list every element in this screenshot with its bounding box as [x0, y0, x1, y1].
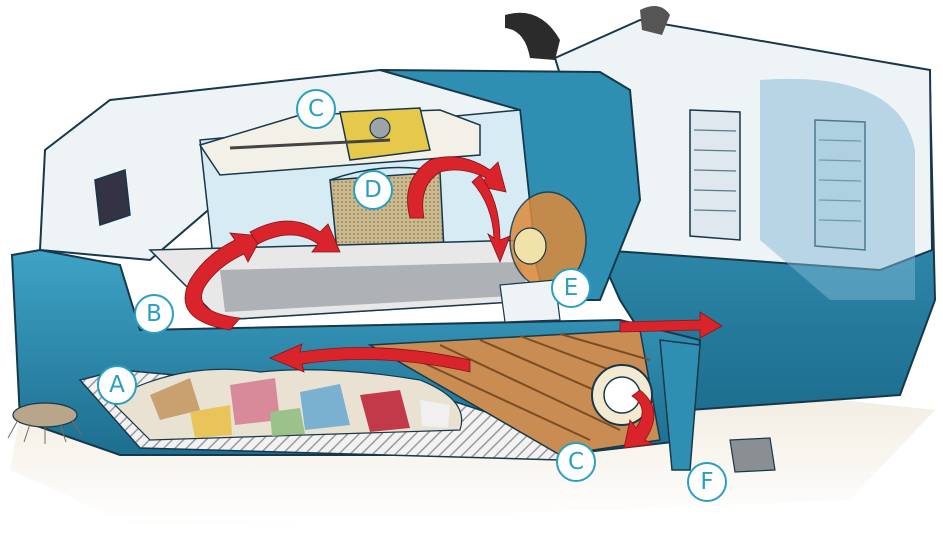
callout-c-top: C — [296, 89, 336, 129]
rear-wheel — [730, 438, 775, 472]
callout-a: A — [97, 365, 137, 405]
callout-e: E — [551, 268, 591, 308]
steering-handle — [505, 13, 560, 60]
callout-c-bottom: C — [556, 442, 596, 482]
side-broom — [13, 403, 77, 427]
callout-f: F — [687, 462, 727, 502]
callout-b: B — [134, 294, 174, 334]
callout-d: D — [353, 170, 393, 210]
debris-pile — [110, 369, 462, 440]
control-panel — [95, 170, 130, 225]
